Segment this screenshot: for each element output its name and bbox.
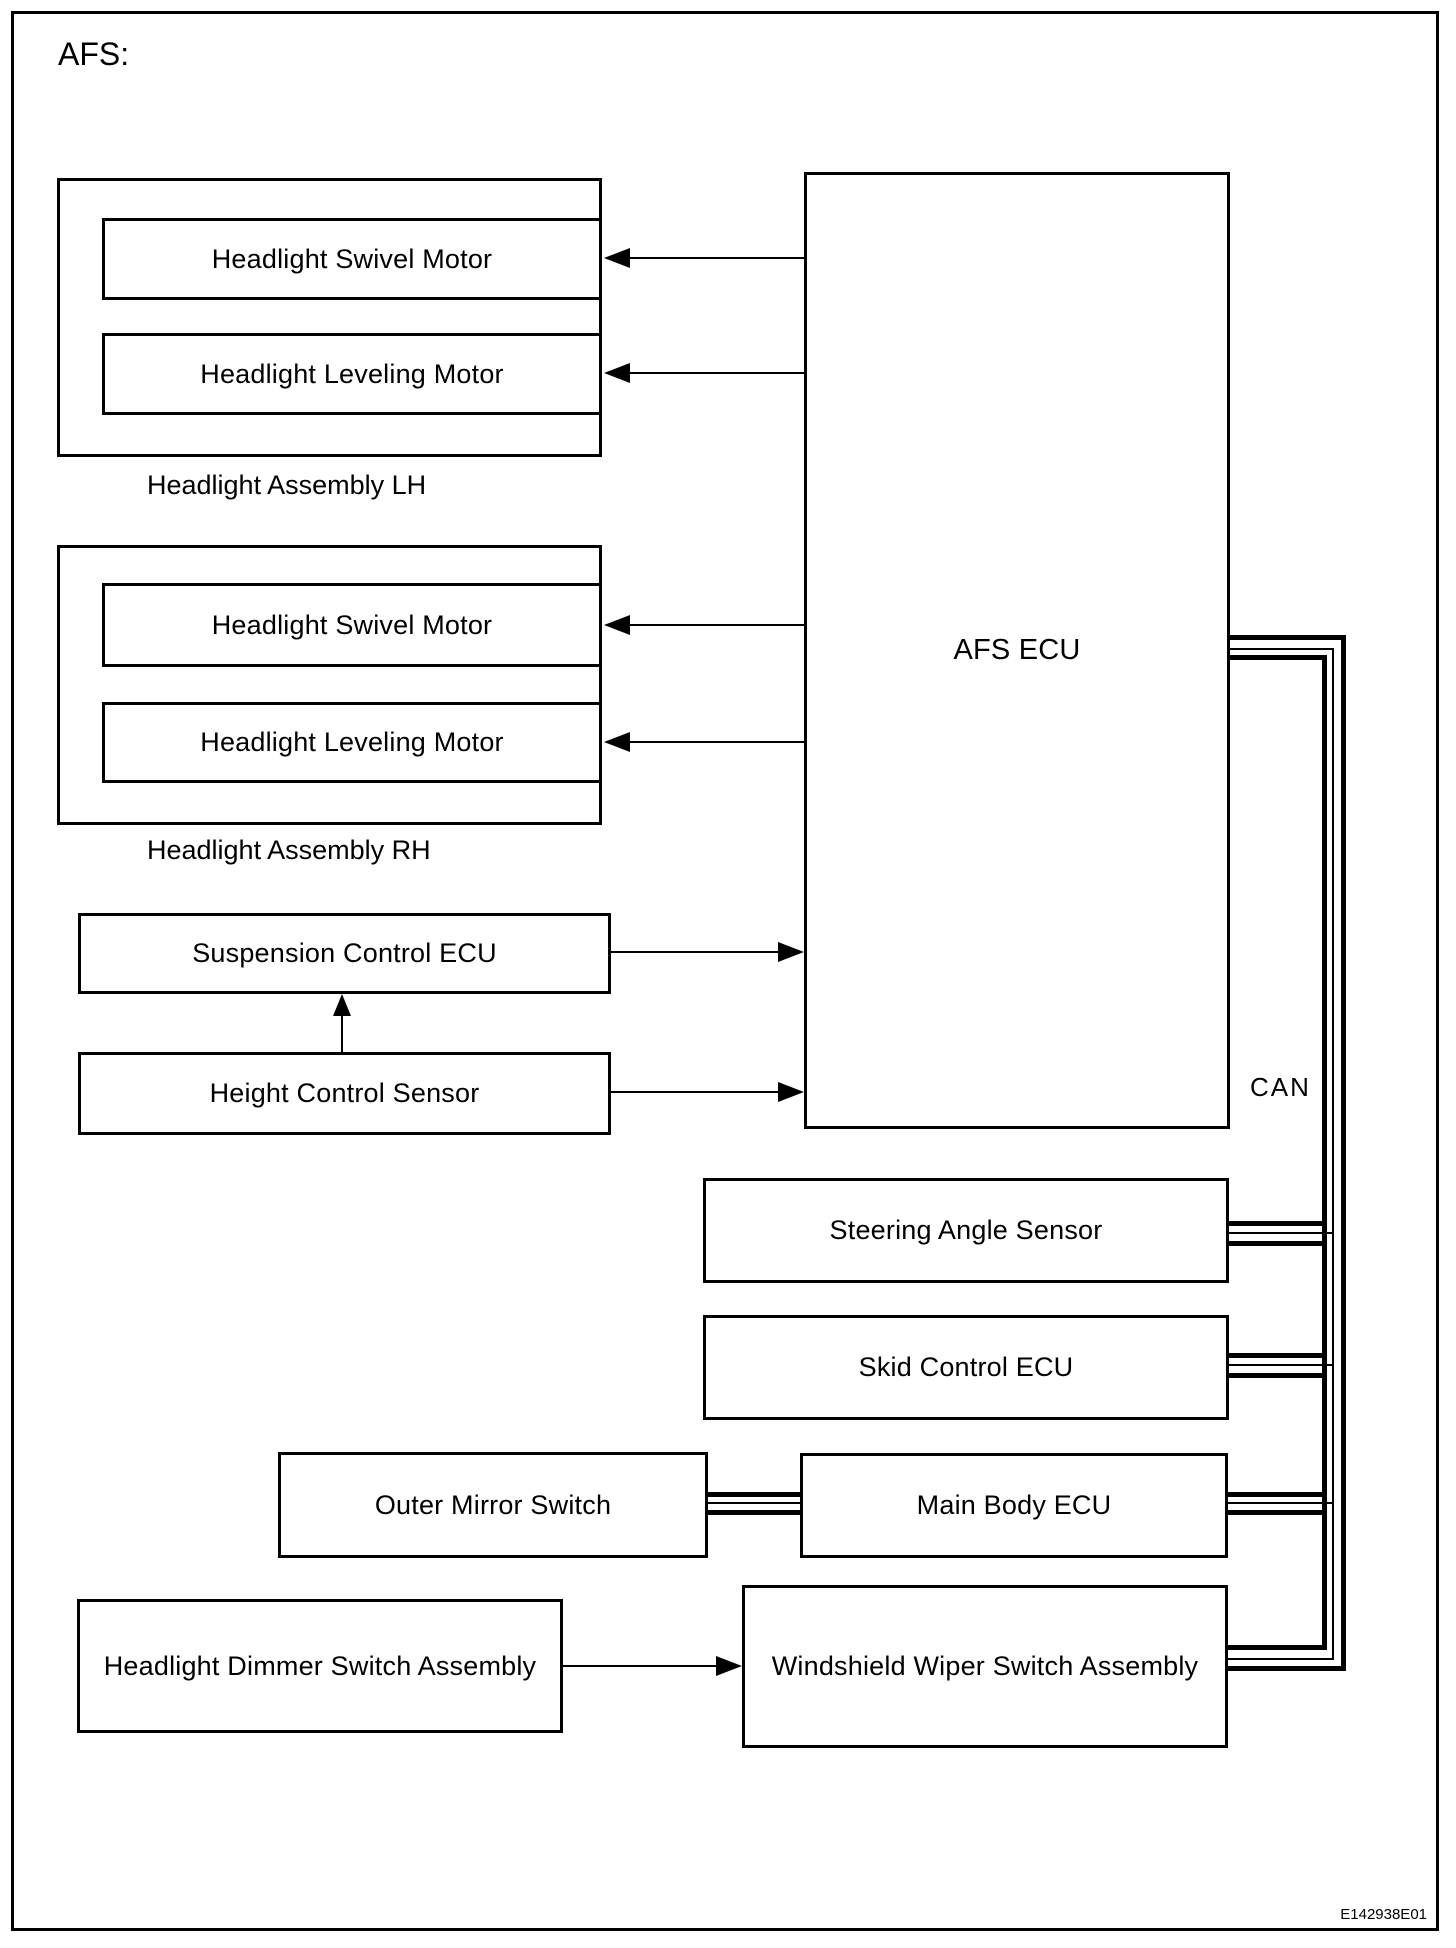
arrow-line-ecu-to-lh-leveling (630, 372, 804, 374)
can-stub-mainbody-1 (1225, 1492, 1327, 1497)
can-stub-steering-2 (1226, 1232, 1334, 1234)
figure-code: E142938E01 (1340, 1906, 1427, 1923)
can-stub-mainbody-2 (1225, 1502, 1334, 1504)
can-stub-skid-3 (1226, 1373, 1327, 1378)
box-steering-angle-sensor: Steering Angle Sensor (703, 1178, 1229, 1283)
arrow-line-ecu-to-lh-swivel (630, 257, 804, 259)
box-headlight-leveling-motor-lh: Headlight Leveling Motor (102, 333, 602, 415)
can-bus-middle-top (1230, 648, 1334, 650)
box-main-body-ecu: Main Body ECU (800, 1453, 1228, 1558)
arrowhead-lh-leveling (604, 363, 630, 383)
link-mirror-mainbody-1 (706, 1492, 802, 1497)
can-bus-outer-top (1230, 635, 1346, 640)
can-stub-steering-1 (1226, 1221, 1327, 1226)
arrow-line-dimmer-to-wiper (563, 1665, 718, 1667)
box-headlight-assembly-lh (57, 178, 602, 457)
can-bus-inner-top (1230, 655, 1327, 660)
arrow-line-suspension-to-ecu (611, 951, 780, 953)
link-mirror-mainbody-2 (706, 1502, 802, 1504)
box-headlight-swivel-motor-lh: Headlight Swivel Motor (102, 218, 602, 300)
arrow-line-ecu-to-rh-swivel (630, 624, 804, 626)
arrow-line-height-to-suspension (341, 1014, 343, 1052)
arrowhead-suspension-to-ecu (778, 942, 804, 962)
box-afs-ecu: AFS ECU (804, 172, 1230, 1129)
can-stub-skid-1 (1226, 1353, 1327, 1358)
box-headlight-swivel-motor-rh: Headlight Swivel Motor (102, 583, 602, 667)
arrowhead-rh-leveling (604, 732, 630, 752)
can-bus-outer-right (1341, 635, 1346, 1671)
arrowhead-lh-swivel (604, 248, 630, 268)
can-bus-outer-bottom (1228, 1666, 1346, 1671)
box-height-control-sensor: Height Control Sensor (78, 1052, 611, 1135)
box-suspension-control-ecu: Suspension Control ECU (78, 913, 611, 994)
can-bus-middle-bottom (1228, 1658, 1334, 1660)
arrow-line-ecu-to-rh-leveling (630, 741, 804, 743)
box-headlight-leveling-motor-rh: Headlight Leveling Motor (102, 702, 602, 783)
can-bus-label: CAN (1250, 1072, 1311, 1102)
box-skid-control-ecu: Skid Control ECU (703, 1315, 1229, 1420)
can-stub-mainbody-3 (1225, 1510, 1327, 1515)
box-headlight-assembly-rh (57, 545, 602, 825)
box-windshield-wiper-switch-assembly: Windshield Wiper Switch Assembly (742, 1585, 1228, 1748)
page-border (11, 11, 1439, 1931)
can-bus-inner-right (1322, 655, 1327, 1650)
arrowhead-rh-swivel (604, 615, 630, 635)
can-bus-inner-bottom (1228, 1645, 1327, 1650)
can-bus-middle-right (1332, 648, 1334, 1660)
box-outer-mirror-switch: Outer Mirror Switch (278, 1452, 708, 1558)
arrowhead-height-to-suspension (333, 994, 351, 1016)
diagram-title: AFS: (58, 36, 130, 72)
caption-headlight-assembly-lh: Headlight Assembly LH (147, 470, 427, 500)
arrowhead-dimmer-to-wiper (716, 1656, 742, 1676)
can-stub-steering-3 (1226, 1241, 1327, 1246)
link-mirror-mainbody-3 (706, 1510, 802, 1515)
arrowhead-height-to-ecu (778, 1082, 804, 1102)
box-headlight-dimmer-switch-assembly: Headlight Dimmer Switch Assembly (77, 1599, 563, 1733)
caption-headlight-assembly-rh: Headlight Assembly RH (147, 835, 431, 865)
arrow-line-height-to-ecu (611, 1091, 780, 1093)
can-stub-skid-2 (1226, 1364, 1334, 1366)
